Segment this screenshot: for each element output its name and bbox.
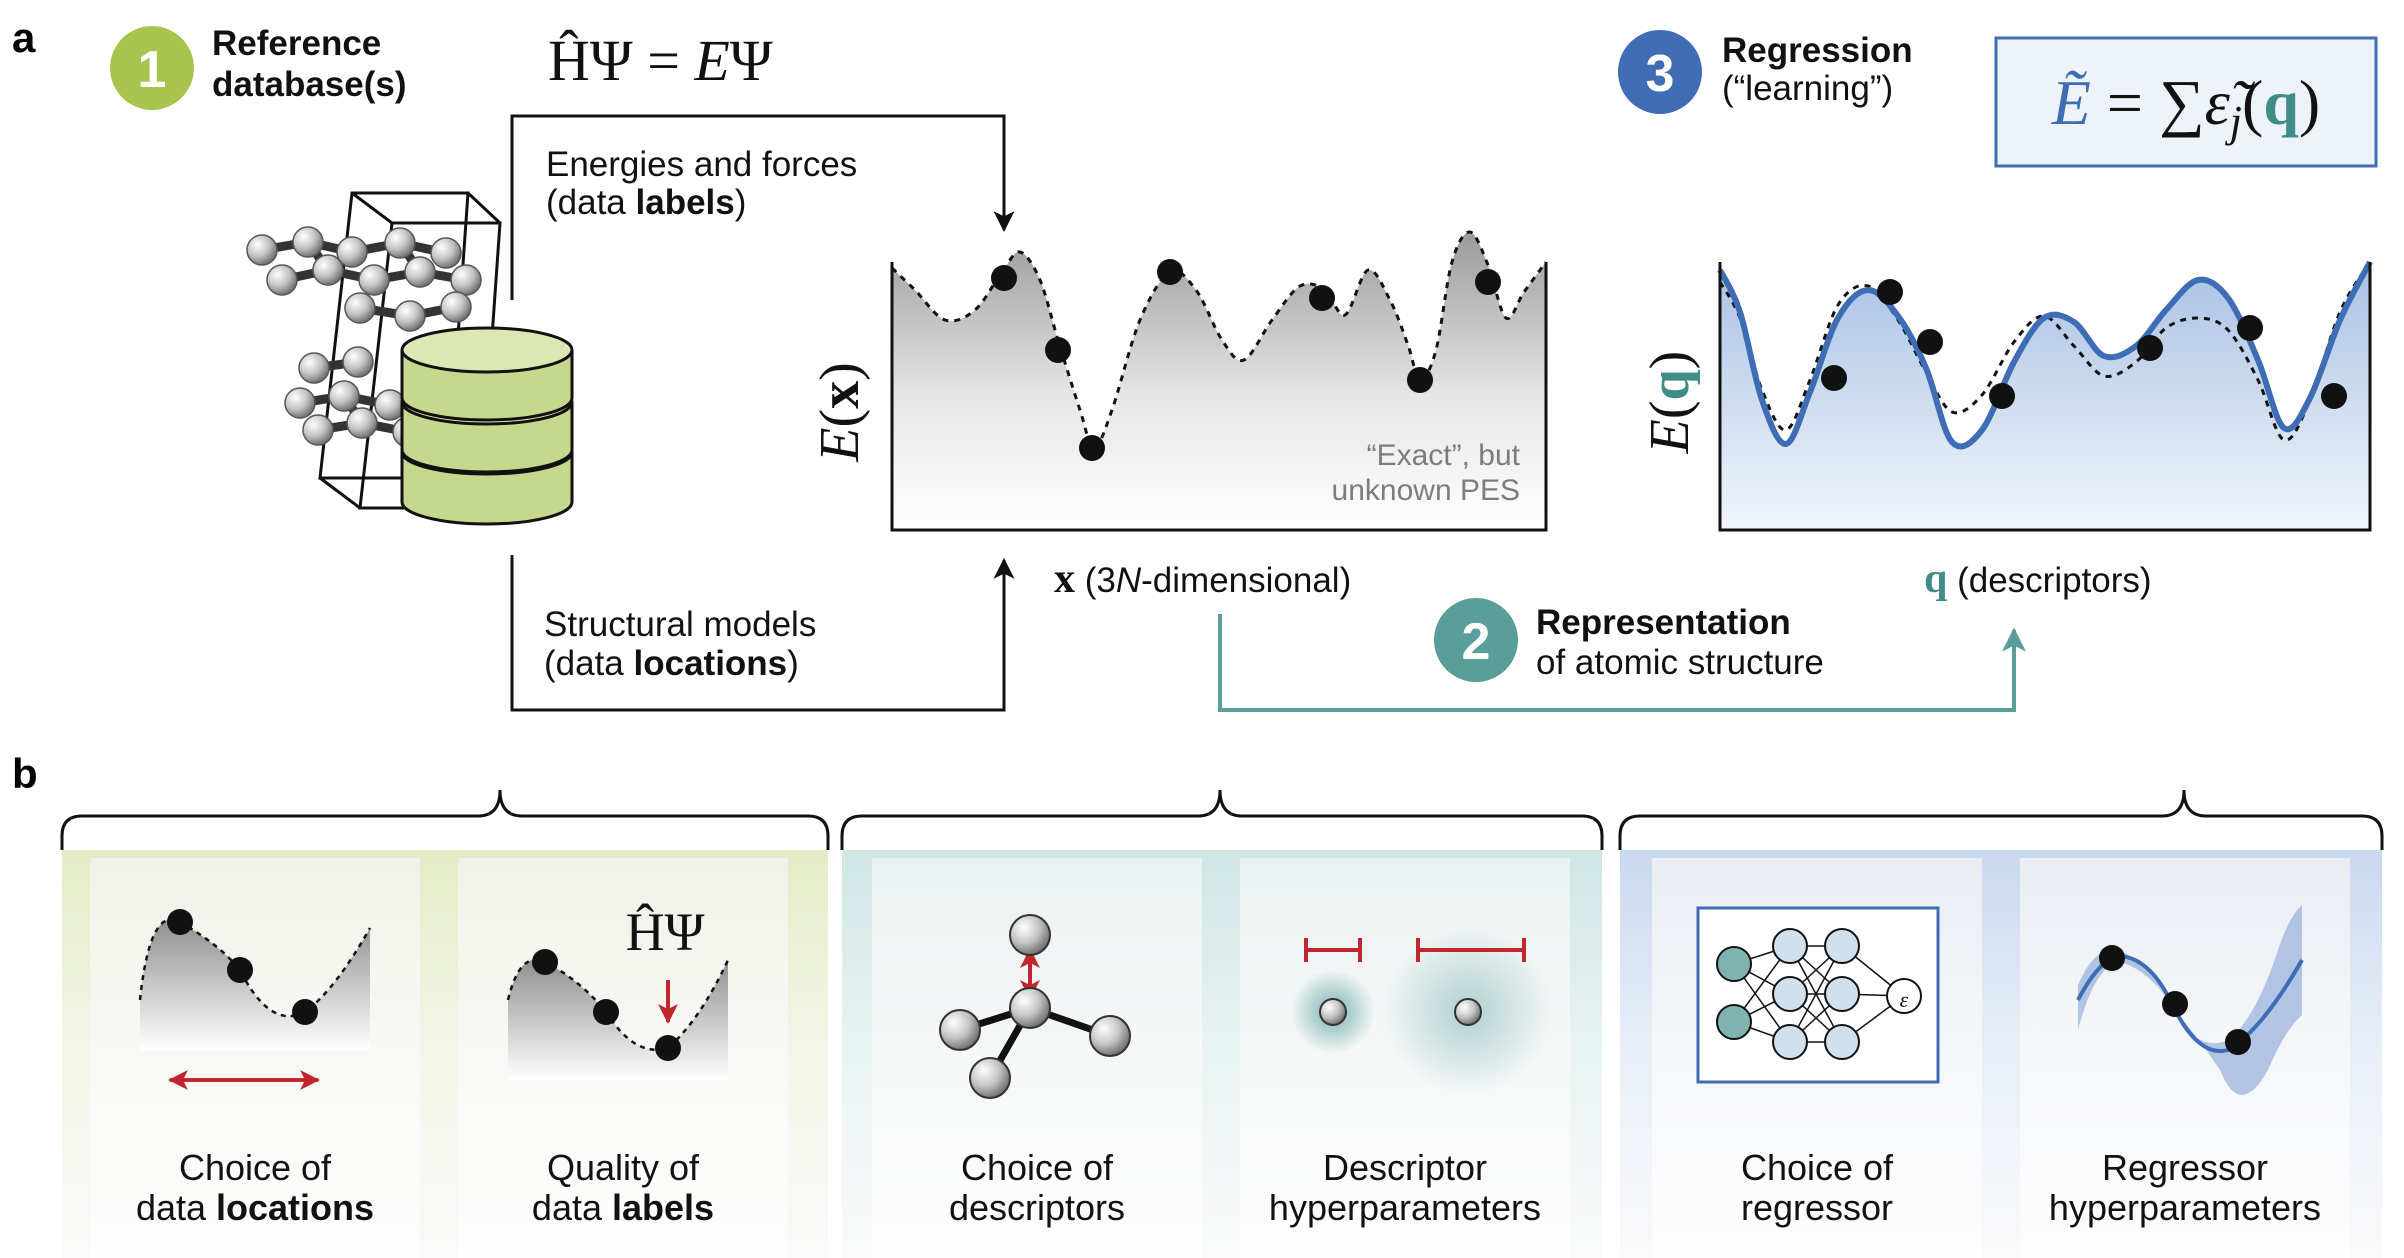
caption-regressor-hyper-line1: Regressor <box>2102 1147 2268 1188</box>
caption-descriptors-line1: Choice of <box>961 1147 1114 1188</box>
pes-curve <box>890 230 1548 450</box>
step1-title-line1: Reference <box>212 24 381 63</box>
pes-note-line2: unknown PES <box>1332 474 1520 507</box>
schrodinger-equation: ĤΨ = EΨ <box>548 28 773 93</box>
regression-reference-curve <box>1718 261 2372 442</box>
pes-data-point <box>1407 367 1433 393</box>
step1-circle <box>110 26 194 110</box>
energies-line1: Energies and forces <box>546 145 857 184</box>
locations-arrow <box>510 555 1015 712</box>
step1-number: 1 <box>138 41 167 99</box>
panel-letter-b: b <box>12 750 38 797</box>
caption-regressor-line2: regressor <box>1741 1187 1893 1228</box>
mini-pes-locations <box>138 909 372 1090</box>
regression-fit-curve <box>1717 260 2373 450</box>
step3-title: Regression <box>1722 31 1913 70</box>
pes-data-point <box>1475 269 1501 295</box>
pes-data-point <box>1079 435 1105 461</box>
panel-letter-a: a <box>12 14 36 61</box>
regression-x-label: q (descriptors) <box>1924 556 2152 602</box>
nn-node <box>1716 1004 1752 1040</box>
pes-y-label: E(x) <box>809 362 871 463</box>
nn-node <box>1772 928 1808 964</box>
card-locations <box>90 858 420 1258</box>
regression-data-point <box>2137 335 2163 361</box>
pes-x-label: x (3N-dimensional) <box>1054 556 1351 602</box>
step1-title-line2: database(s) <box>212 65 407 104</box>
regression-axes <box>1718 262 2372 532</box>
step1-badge: 1 <box>110 26 194 110</box>
regression-plot <box>1717 260 2373 532</box>
nn-edge <box>1789 945 1843 1043</box>
regression-data-point <box>2237 315 2263 341</box>
caption-labels-line1: Quality of <box>547 1147 700 1188</box>
brace-descriptor <box>840 789 1604 850</box>
caption-locations-line2: data locations <box>136 1187 374 1228</box>
nn-node <box>1772 1024 1808 1060</box>
caption-locations-line1: Choice of <box>179 1147 332 1188</box>
regression-y-label: E(q) <box>1639 351 1701 455</box>
cutoff-radius-icon <box>1291 928 1552 1096</box>
pes-note-line1: “Exact”, but <box>1367 439 1521 472</box>
brace-regressor <box>1618 789 2384 850</box>
structural-line1: Structural models <box>544 605 816 644</box>
step3-badge: 3 <box>1618 30 1702 114</box>
step3-circle <box>1618 30 1702 114</box>
mini-pes-labels: ĤΨ <box>506 902 730 1080</box>
nn-node <box>1716 946 1752 982</box>
nn-output-node <box>1886 978 1922 1014</box>
step3-number: 3 <box>1646 45 1675 103</box>
pes-axes <box>890 262 1548 532</box>
formula-box: Ẽ = ∑ε̃j(q) <box>1994 36 2378 168</box>
crystal-structure <box>246 191 502 510</box>
regression-data-point <box>1917 329 1943 355</box>
step2-title: Representation <box>1536 603 1791 642</box>
step2-subtitle: of atomic structure <box>1536 643 1824 682</box>
database-icon <box>400 326 574 526</box>
caption-descriptor-hyper-line1: Descriptor <box>1323 1147 1487 1188</box>
pes-data-point <box>991 265 1017 291</box>
regression-data-point <box>2321 383 2347 409</box>
pes-data-point <box>1045 337 1071 363</box>
caption-descriptor-hyper-line2: hyperparameters <box>1269 1187 1541 1228</box>
nn-node <box>1772 976 1808 1012</box>
pes-plot: “Exact”, but unknown PES <box>890 230 1548 532</box>
brace-data <box>60 789 830 850</box>
regression-data-point <box>1989 383 2015 409</box>
step2-circle <box>1434 598 1518 682</box>
nn-output-label: ε <box>1900 987 1909 1012</box>
structural-line2: (data locations) <box>544 644 799 683</box>
labels-arrow <box>510 114 1015 300</box>
caption-descriptors-line2: descriptors <box>949 1187 1125 1228</box>
caption-labels-line2: data labels <box>532 1187 714 1228</box>
gaussian-process-icon <box>2076 905 2304 1095</box>
nn-node <box>1824 928 1860 964</box>
regression-data-point <box>1877 279 1903 305</box>
representation-arrow <box>1218 614 2026 712</box>
step2-badge: 2 <box>1434 598 1518 682</box>
pes-fill <box>892 231 1546 530</box>
pes-data-point <box>1157 259 1183 285</box>
regression-formula: Ẽ = ∑ε̃j(q) <box>2051 67 2320 146</box>
labels-hamiltonian: ĤΨ <box>626 902 705 962</box>
regression-data-point <box>1821 365 1847 391</box>
step3-subtitle: (“learning”) <box>1722 69 1893 108</box>
nn-node <box>1824 976 1860 1012</box>
nn-node <box>1824 1024 1860 1060</box>
pes-data-points <box>991 259 1501 461</box>
caption-regressor-hyper-line2: hyperparameters <box>2049 1187 2321 1228</box>
step2-number: 2 <box>1462 613 1491 671</box>
neural-network-icon: ε <box>1696 906 1940 1084</box>
pes-data-point <box>1309 285 1335 311</box>
molecule-icon <box>939 914 1131 1099</box>
energies-line2: (data labels) <box>546 183 746 222</box>
regression-data-points <box>1821 279 2347 409</box>
regression-fill <box>1720 262 2370 530</box>
caption-regressor-line1: Choice of <box>1741 1147 1894 1188</box>
